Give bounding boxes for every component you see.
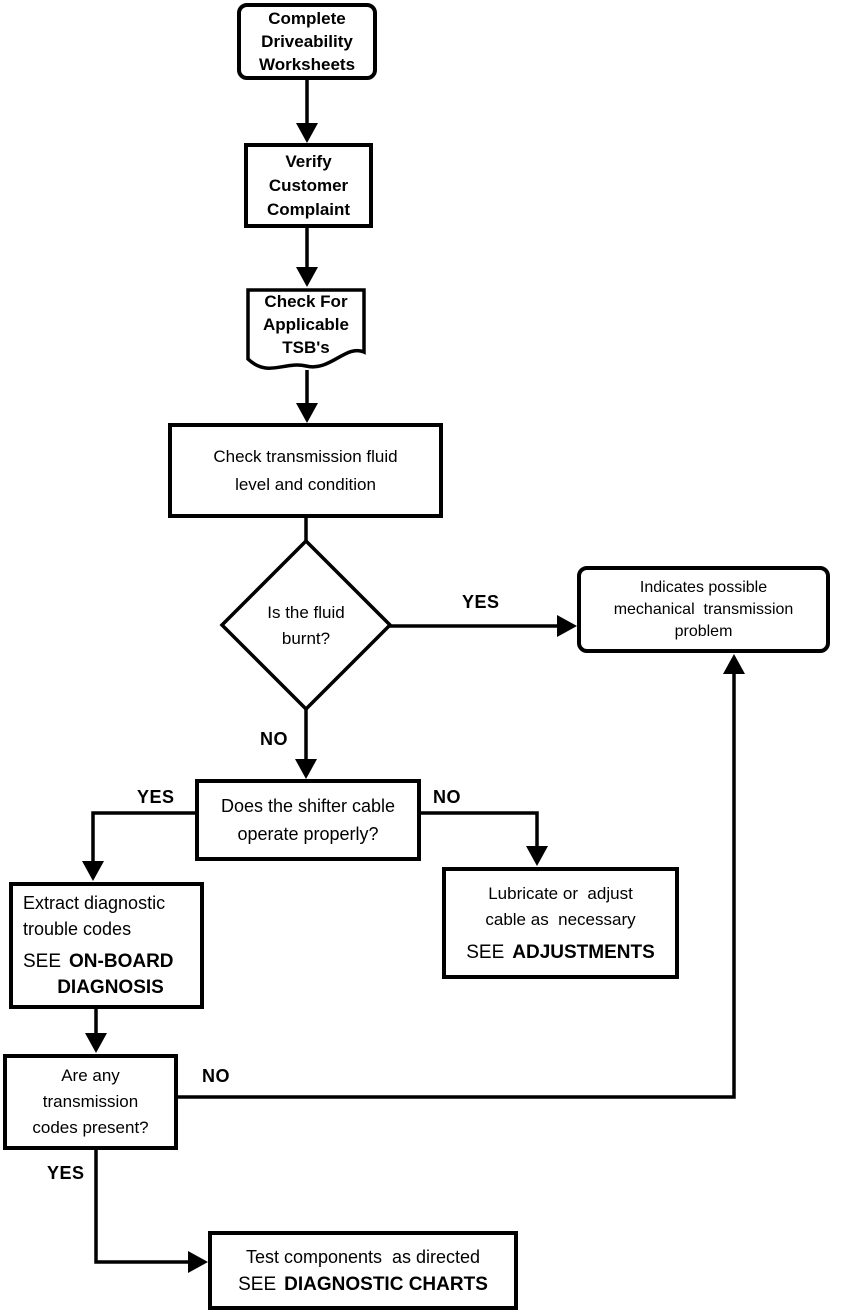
see-target: ADJUSTMENTS	[512, 941, 655, 963]
node-line: Customer	[268, 175, 349, 195]
node-line: codes present?	[32, 1118, 149, 1137]
node-check-fluid-level: Check transmission fluid level and condi…	[168, 423, 443, 518]
see-reference: SEE ON-BOARD	[23, 949, 174, 975]
node-line: Verify	[285, 151, 332, 171]
node-line: Driveability	[261, 32, 353, 51]
node-line: Are any	[61, 1066, 120, 1085]
connector-shifter-no	[420, 811, 539, 849]
node-line: trouble codes	[23, 919, 132, 939]
node-line: Complete	[268, 9, 346, 28]
node-line: TSB's	[282, 337, 330, 357]
arrowhead-verify-to-tsb	[296, 267, 318, 287]
node-line: Worksheets	[258, 55, 356, 74]
see-target: DIAGNOSTIC CHARTS	[284, 1273, 488, 1295]
see-target: DIAGNOSIS	[57, 977, 164, 998]
node-line: Does the shifter cable	[220, 796, 396, 816]
label-codes-yes: YES	[47, 1163, 85, 1183]
node-line: Lubricate or adjust	[488, 883, 633, 903]
see-label: SEE	[23, 951, 62, 972]
node-line: mechanical transmission	[613, 600, 794, 618]
see-target: ON-BOARD	[69, 951, 174, 972]
arrowhead-diamond-yes	[557, 615, 577, 637]
see-reference: SEE ADJUSTMENTS	[466, 940, 655, 966]
node-line: burnt?	[281, 629, 331, 648]
arrowhead-diamond-no	[295, 759, 317, 779]
arrowhead-codes-no	[723, 654, 745, 674]
node-line: Extract diagnostic	[23, 893, 166, 913]
node-line: Check For	[264, 291, 348, 311]
node-line: cable as necessary	[485, 909, 636, 929]
connector-codes-no	[178, 671, 736, 1099]
arrowhead-codes-yes	[188, 1251, 208, 1273]
label-fluid-yes: YES	[462, 592, 500, 612]
node-mechanical-problem: Indicates possible mechanical transmissi…	[577, 566, 830, 653]
node-line: Test components as directed	[245, 1246, 481, 1267]
node-extract-trouble-codes: Extract diagnostic trouble codes SEE ON-B…	[9, 882, 204, 1009]
node-line: transmission	[42, 1092, 139, 1111]
see-label: SEE	[466, 941, 505, 963]
connector-codes-yes	[94, 1150, 191, 1264]
diamond-shape	[219, 538, 393, 712]
node-line: Indicates possible	[639, 578, 768, 596]
node-check-applicable-tsbs: Check For Applicable TSB's	[246, 288, 366, 360]
node-verify-customer-complaint: Verify Customer Complaint	[244, 143, 373, 228]
node-line: operate properly?	[237, 824, 379, 844]
label-cable-no: NO	[433, 787, 461, 807]
arrowhead-tsb-to-fluid	[296, 403, 318, 423]
arrowhead-complete-to-verify	[296, 123, 318, 143]
node-line: level and condition	[235, 474, 376, 494]
connector-shifter-yes	[91, 811, 195, 864]
label-codes-no: NO	[202, 1066, 230, 1086]
arrowhead-shifter-yes	[82, 861, 104, 881]
node-lubricate-adjust-cable: Lubricate or adjust cable as necessary S…	[442, 867, 679, 979]
node-is-fluid-burnt: Is the fluid burnt?	[246, 598, 366, 654]
node-test-components: Test components as directed SEE DIAGNOSTI…	[208, 1231, 518, 1310]
arrowhead-extract-to-codes	[85, 1033, 107, 1053]
see-reference: SEE DIAGNOSTIC CHARTS	[238, 1272, 488, 1298]
node-line: Is the fluid	[267, 603, 345, 622]
node-line: Complaint	[266, 199, 351, 219]
label-cable-yes: YES	[137, 787, 175, 807]
node-shifter-cable-operate: Does the shifter cable operate properly?	[195, 779, 421, 861]
node-transmission-codes-present: Are any transmission codes present?	[3, 1054, 178, 1150]
document-shape	[246, 288, 366, 370]
see-label: SEE	[238, 1273, 277, 1295]
node-line: Applicable	[263, 314, 349, 334]
node-line: Check transmission fluid	[213, 446, 398, 466]
arrowhead-shifter-no	[526, 846, 548, 866]
node-line: problem	[674, 622, 733, 640]
label-fluid-no: NO	[260, 729, 288, 749]
node-complete-driveability-worksheets: Complete Driveability Worksheets	[237, 3, 377, 80]
